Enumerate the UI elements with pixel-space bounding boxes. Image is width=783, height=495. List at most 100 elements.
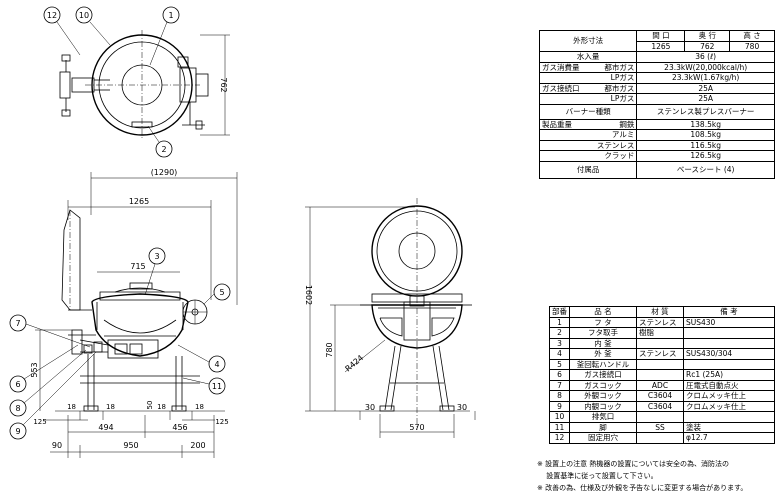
spec-city-gas-a: 都市ガス xyxy=(604,62,635,72)
part-no: 9 xyxy=(549,400,570,412)
part-note: φ12.7 xyxy=(683,432,775,444)
part-no: 10 xyxy=(549,411,570,423)
spec-accessory-value: ベースシート (4) xyxy=(636,160,775,179)
side-burner xyxy=(107,339,159,359)
spec-weight-material-3: クラッド xyxy=(538,150,638,162)
spec-col-width: 間 口 xyxy=(636,30,686,42)
part-no: 12 xyxy=(549,432,570,444)
part-no: 3 xyxy=(549,337,570,349)
parts-header-note: 備 考 xyxy=(683,306,775,318)
part-material: 樹脂 xyxy=(636,327,684,339)
part-name: 排気口 xyxy=(569,411,637,423)
part-name: 内 釜 xyxy=(569,337,637,349)
spec-depth: 762 xyxy=(684,40,731,52)
dim-494: 494 xyxy=(98,423,113,432)
part-no: 7 xyxy=(549,379,570,391)
note-line: ※ 改善の為、仕様及び外観を予告なしに変更する場合があります。 xyxy=(537,484,748,492)
dim-radius: R424 xyxy=(344,353,366,373)
part-material xyxy=(636,369,684,381)
front-kettle xyxy=(371,304,463,349)
parts-header-row: 部番 品 名 材 質 備 考 xyxy=(549,306,775,318)
parts-header-name: 品 名 xyxy=(569,306,637,318)
dim-30-b: 30 xyxy=(457,403,467,412)
spec-weight-material-0: 鋼鉄 xyxy=(619,119,635,129)
note-line: 設置基準に従って設置して下さい。 xyxy=(537,472,658,480)
dim-125-b: 125 xyxy=(215,418,228,426)
spec-lp-gas-consumption: 23.3kW(1.67kg/h) xyxy=(636,72,775,84)
callout-11: 11 xyxy=(212,382,222,391)
part-no: 11 xyxy=(549,421,570,433)
part-material: C3604 xyxy=(636,400,684,412)
spec-weight-value-0: 138.5kg xyxy=(636,118,775,130)
part-name: 固定用穴 xyxy=(569,432,637,444)
dim-456: 456 xyxy=(172,423,187,432)
side-view: (1290) 1265 715 xyxy=(9,168,238,458)
part-name: 内観コック xyxy=(569,400,637,412)
callout-12: 12 xyxy=(47,11,57,20)
spec-col-depth: 奥 行 xyxy=(684,30,731,42)
dim-570: 570 xyxy=(409,423,424,432)
note-line: ※ 設置上の注意 熱機器の設置については安全の為、消防法の xyxy=(537,460,729,468)
front-leg-left xyxy=(384,345,396,411)
part-note: SUS430 xyxy=(683,316,775,328)
spec-table: 外形寸法 間 口 奥 行 高 さ 1265 762 780 水入量 36 (ℓ)… xyxy=(538,30,775,179)
dim-715: 715 xyxy=(130,262,145,271)
side-open-lid xyxy=(61,209,81,311)
spec-weight-material-1: アルミ xyxy=(538,129,638,141)
spec-outer-size-label: 外形寸法 xyxy=(538,30,638,52)
callout-9: 9 xyxy=(15,427,20,436)
part-note: クロムメッキ仕上 xyxy=(683,390,775,402)
spec-city-gas-connection: 25A xyxy=(636,82,775,94)
top-lid-handle xyxy=(131,121,153,128)
part-name: フタ取手 xyxy=(569,327,637,339)
callout-4: 4 xyxy=(214,360,219,369)
dim-18-c: 18 xyxy=(157,403,166,411)
callout-5: 5 xyxy=(219,288,224,297)
callout-7: 7 xyxy=(15,319,20,328)
parts-header-no: 部番 xyxy=(549,306,570,318)
dim-30-a: 30 xyxy=(365,403,375,412)
part-name: ガス接続口 xyxy=(569,369,637,381)
callout-3: 3 xyxy=(154,252,159,261)
dim-200: 200 xyxy=(190,441,205,450)
spec-lp-gas-b: LPガス xyxy=(538,93,638,105)
spec-burner-value: ステンレス製プレスバーナー xyxy=(636,103,775,120)
front-leg-right xyxy=(438,345,450,411)
dim-18-b: 18 xyxy=(106,403,115,411)
spec-col-height: 高 さ xyxy=(729,30,775,42)
callout-8: 8 xyxy=(15,404,20,413)
spec-width: 1265 xyxy=(636,40,686,52)
part-material: ADC xyxy=(636,379,684,391)
spec-weight-material-2: ステンレス xyxy=(538,139,638,151)
part-material xyxy=(636,358,684,370)
spec-gas-consumption-label: ガス消費量 xyxy=(542,62,580,72)
part-name: 釜回転ハンドル xyxy=(569,358,637,370)
part-note xyxy=(683,358,775,370)
dim-18-a: 18 xyxy=(67,403,76,411)
part-material: SS xyxy=(636,421,684,433)
callout-1: 1 xyxy=(168,11,173,20)
part-no: 6 xyxy=(549,369,570,381)
dim-50: 50 xyxy=(146,401,154,410)
part-name: 外観コック xyxy=(569,390,637,402)
part-no: 8 xyxy=(549,390,570,402)
front-view: 1602 780 R424 30 30 570 xyxy=(304,198,476,438)
part-material xyxy=(636,432,684,444)
part-note: 塗装 xyxy=(683,421,775,433)
dim-top-depth: 762 xyxy=(219,77,228,92)
part-note: Rc1 (25A) xyxy=(683,369,775,381)
spec-weight-value-1: 108.5kg xyxy=(636,129,775,141)
spec-weight-value-3: 126.5kg xyxy=(636,150,775,162)
dim-553: 553 xyxy=(30,362,39,377)
callout-2: 2 xyxy=(161,145,166,154)
